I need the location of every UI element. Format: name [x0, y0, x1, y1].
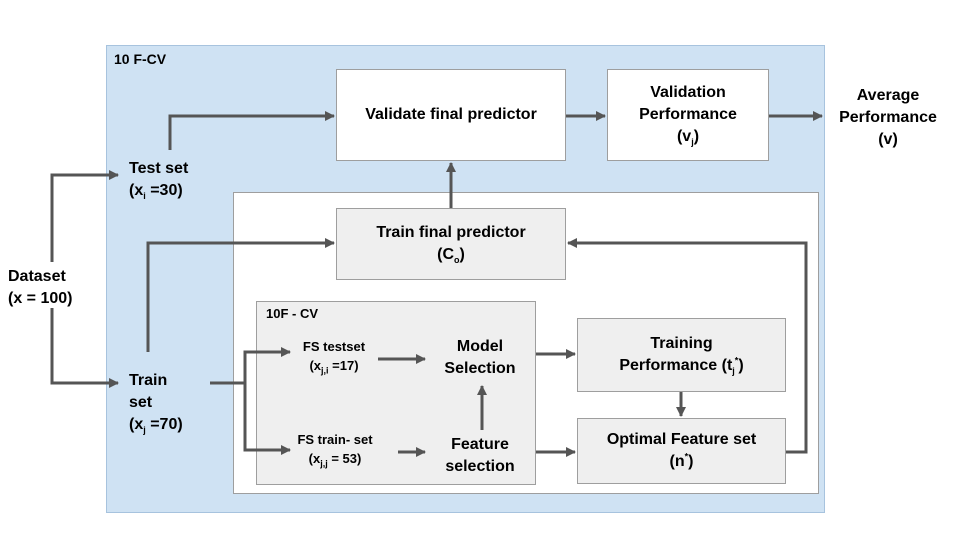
- validation-performance-symbol: (vj): [676, 128, 700, 148]
- arrow-split-to-fs-trainset: [243, 383, 291, 455]
- arrow-optimal-to-final: [567, 238, 808, 454]
- validation-performance-box: Validation Performance (vj): [607, 69, 769, 161]
- validation-performance-line2: Performance: [639, 106, 737, 123]
- feature-selection-label: Feature selection: [445, 436, 515, 475]
- arrow-test-to-validate: [168, 111, 335, 150]
- validate-final-predictor-label: Validate final predictor: [365, 106, 537, 123]
- validate-final-predictor-box: Validate final predictor: [336, 69, 566, 161]
- training-performance-box: Training Performance (tj*): [577, 318, 786, 392]
- fs-testset-label: FS testset (xj,i =17): [302, 339, 366, 376]
- arrow-train-to-final: [146, 238, 335, 352]
- test-set-label: Test set (xi =30): [129, 160, 189, 202]
- optimal-feature-set-box: Optimal Feature set (n*): [577, 418, 786, 484]
- dataset-label: Dataset (x = 100): [8, 268, 73, 307]
- train-final-predictor-label: Train final predictor: [376, 224, 526, 241]
- inner-cv-label: 10F - CV: [266, 306, 319, 321]
- model-selection-label: Model Selection: [444, 338, 516, 377]
- train-final-predictor-symbol: (Co): [437, 246, 465, 266]
- inner-cv-region: [256, 301, 536, 485]
- validation-performance-line1: Validation: [650, 84, 726, 101]
- average-performance-label: Average Performance (v): [839, 87, 937, 148]
- training-performance-line2: Performance (tj*): [619, 355, 744, 377]
- optimal-feature-set-symbol: (n*): [669, 451, 694, 470]
- outer-cv-label: 10 F-CV: [114, 51, 167, 67]
- arrow-dataset-to-train: [50, 308, 119, 388]
- fs-trainset-label: FS train- set (xj,j = 53): [297, 432, 373, 469]
- train-set-label: Train set (xj =70): [129, 372, 183, 436]
- arrow-split-to-fs-testset: [243, 347, 291, 383]
- train-final-predictor-box: Train final predictor (Co): [336, 208, 566, 280]
- optimal-feature-set-label: Optimal Feature set: [606, 431, 757, 448]
- training-performance-line1: Training: [650, 335, 713, 352]
- arrow-dataset-to-test: [50, 170, 119, 262]
